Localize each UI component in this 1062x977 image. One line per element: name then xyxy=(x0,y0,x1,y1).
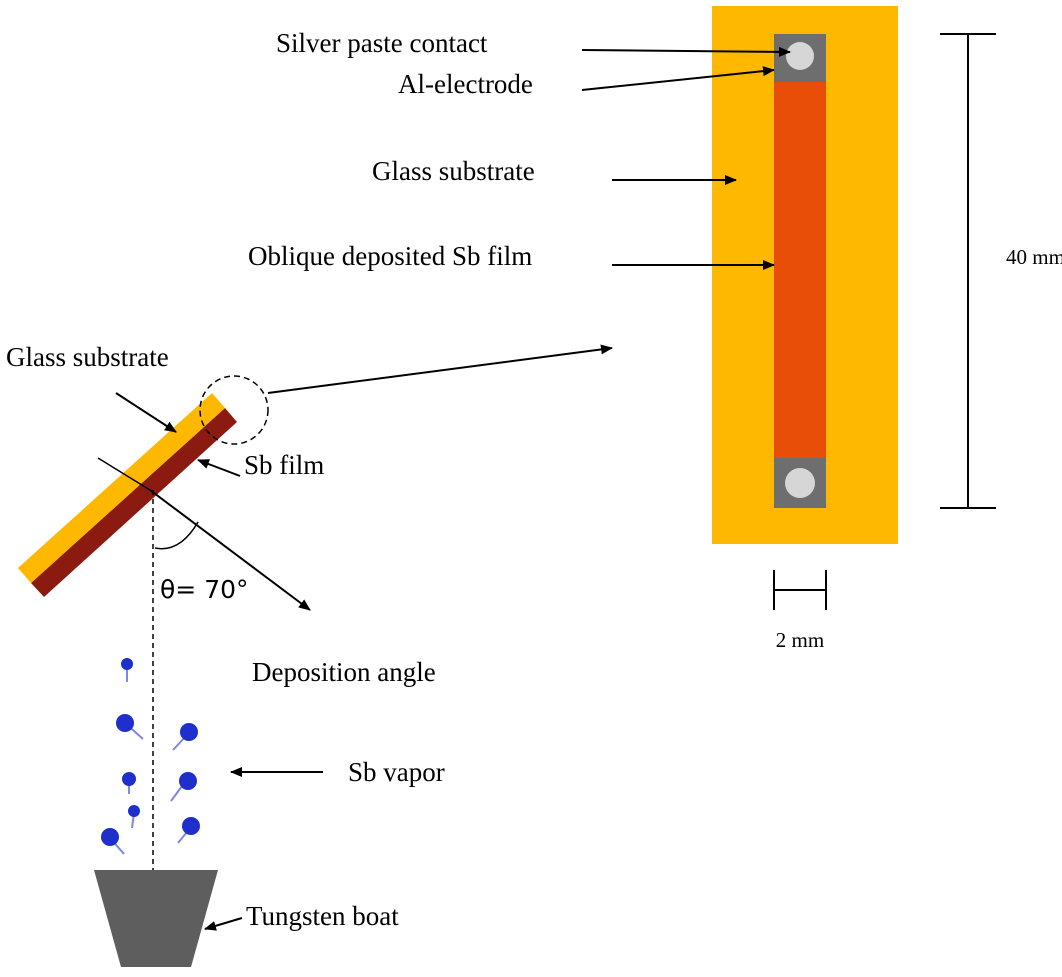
vapor-particle-icon xyxy=(128,805,140,817)
deposition-angle-arc xyxy=(154,521,199,550)
glass-substrate-left-label: Glass substrate xyxy=(6,342,169,372)
vapor-particle-icon xyxy=(179,772,197,790)
theta-label: θ= 70° xyxy=(160,575,249,604)
vapor-particle-icon xyxy=(122,772,136,786)
tungsten-boat xyxy=(94,870,218,967)
vapor-particle-icon xyxy=(121,658,133,670)
al-electrode-arrow-icon xyxy=(581,66,775,91)
zoom-arrow-icon xyxy=(267,344,613,394)
sb-vapor-particles xyxy=(109,667,192,855)
top-silver-paste-dot xyxy=(786,42,814,70)
zoom-dashed-circle-icon xyxy=(199,375,269,445)
sb-vapor-label: Sb vapor xyxy=(348,757,445,787)
vapor-particle-icon xyxy=(182,817,200,835)
width-dimension-label: 2 mm xyxy=(776,628,824,652)
glass-substrate-right-label: Glass substrate xyxy=(372,156,535,186)
sb-film-strip xyxy=(774,80,826,460)
length-dimension xyxy=(940,33,996,509)
tungsten-boat-label: Tungsten boat xyxy=(246,901,399,931)
vapor-particle-icon xyxy=(101,828,119,846)
sb-vapor-dots xyxy=(101,658,200,846)
sb-film-arrow-icon xyxy=(197,459,241,477)
al-electrode-label: Al-electrode xyxy=(398,69,533,99)
deposition-angle-label: Deposition angle xyxy=(252,657,436,687)
silver-paste-arrow-icon xyxy=(581,46,791,57)
sb-film-label: Sb film xyxy=(244,450,324,480)
width-dimension xyxy=(773,570,827,610)
tilted-glass-substrate xyxy=(18,393,225,583)
vapor-particle-icon xyxy=(116,714,134,732)
vapor-particle-icon xyxy=(180,723,198,741)
tungsten-boat-arrow-icon xyxy=(204,917,243,931)
length-dimension-label: 40 mm xyxy=(1006,245,1062,269)
silver-paste-contact-label: Silver paste contact xyxy=(276,28,488,58)
substrate-normal-line xyxy=(97,457,151,491)
normal-direction-arrow-icon xyxy=(149,489,311,611)
glass-substrate-left-arrow-icon xyxy=(115,392,177,433)
bottom-silver-paste-dot xyxy=(785,468,815,498)
oblique-sb-film-label: Oblique deposited Sb film xyxy=(248,241,532,271)
tilted-sb-film-layer xyxy=(31,408,237,597)
